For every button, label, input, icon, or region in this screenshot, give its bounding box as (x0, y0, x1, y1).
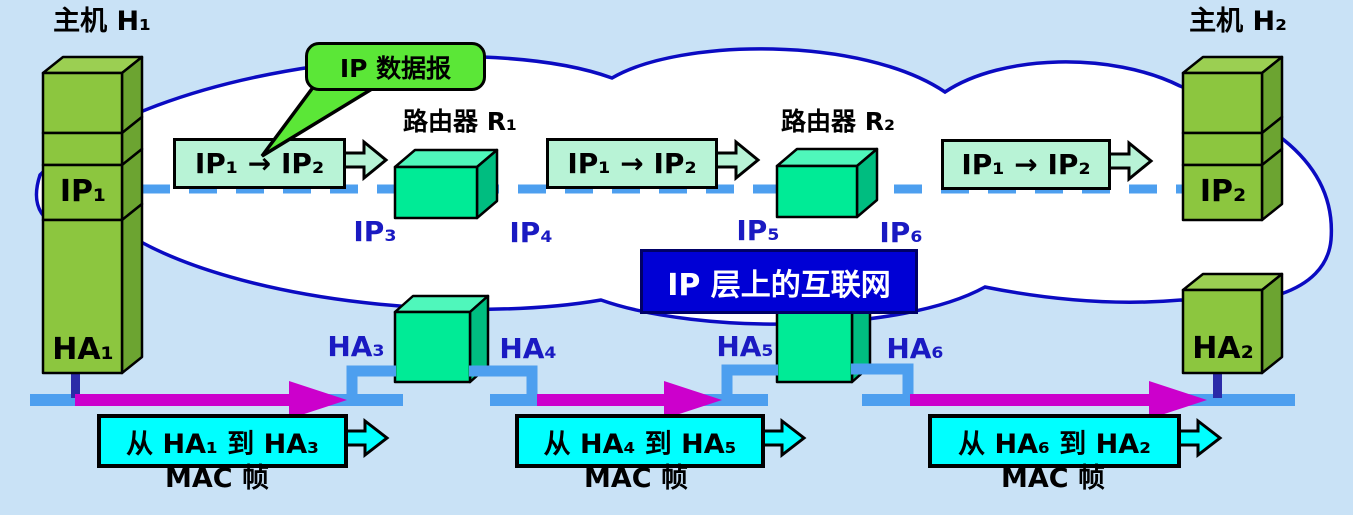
host2-ip-label: IP₂ (1199, 174, 1247, 209)
router2-title: 路由器 R₂ (781, 106, 895, 136)
router2-ip-left-label: IP₅ (736, 214, 780, 247)
router-r1-box (393, 148, 499, 220)
mac-frame-box-3: 从 HA₆ 到 HA₂ (928, 414, 1181, 468)
router-r2-box (775, 147, 879, 219)
ip-packet-box-2: IP₁ → IP₂ (546, 138, 718, 189)
router1-title: 路由器 R₁ (403, 106, 517, 136)
ip-layer-internet-banner: IP 层上的互联网 (640, 249, 918, 314)
host2-tower (1181, 55, 1284, 222)
ha4-link-connector (469, 365, 538, 400)
host2-link-connector (1213, 371, 1222, 398)
mac-frame-arrow-2-icon (758, 417, 807, 459)
router2-ip-right-label: IP₆ (879, 216, 923, 249)
router1-ha-right-label: HA₄ (499, 332, 557, 365)
ip-packet-box-3: IP₁ → IP₂ (941, 139, 1111, 190)
mac-frame-box-1: 从 HA₁ 到 HA₃ (97, 414, 348, 468)
router1-ip-left-label: IP₃ (353, 215, 397, 248)
host2-ha-box (1181, 272, 1284, 375)
router2-ha-right-label: HA₆ (886, 332, 944, 365)
host1-tower (41, 55, 144, 375)
ha6-link-connector (851, 363, 914, 400)
mac-frame-caption-3: MAC 帧 (1001, 462, 1105, 494)
mac-flow-arrow-3-icon (910, 381, 1207, 419)
mac-flow-arrow-2-icon (537, 381, 722, 419)
ha3-link-connector (346, 365, 396, 400)
mac-frame-caption-2: MAC 帧 (584, 462, 688, 494)
mac-flow-arrow-1-icon (75, 381, 347, 419)
router2-ha-left-label: HA₅ (716, 330, 774, 363)
mac-frame-arrow-3-icon (1174, 417, 1223, 459)
router1-ha-left-label: HA₃ (327, 330, 385, 363)
host1-ip-label: IP₁ (59, 174, 107, 209)
mac-frame-arrow-1-icon (341, 417, 390, 459)
host1-ha-label: HA₁ (52, 332, 114, 367)
ip-datagram-callout: IP 数据报 (305, 42, 486, 91)
host2-ha-label: HA₂ (1192, 331, 1254, 366)
ha5-link-connector (721, 364, 778, 400)
router1-ip-right-label: IP₄ (509, 216, 553, 249)
host1-link-connector (71, 371, 80, 398)
ip-packet-box-1: IP₁ → IP₂ (173, 138, 346, 189)
router-r1-lower-box (393, 294, 490, 384)
mac-frame-caption-1: MAC 帧 (165, 462, 269, 494)
host2-title: 主机 H₂ (1189, 5, 1287, 37)
host1-title: 主机 H₁ (53, 5, 151, 37)
mac-frame-box-2: 从 HA₄ 到 HA₅ (515, 414, 765, 468)
